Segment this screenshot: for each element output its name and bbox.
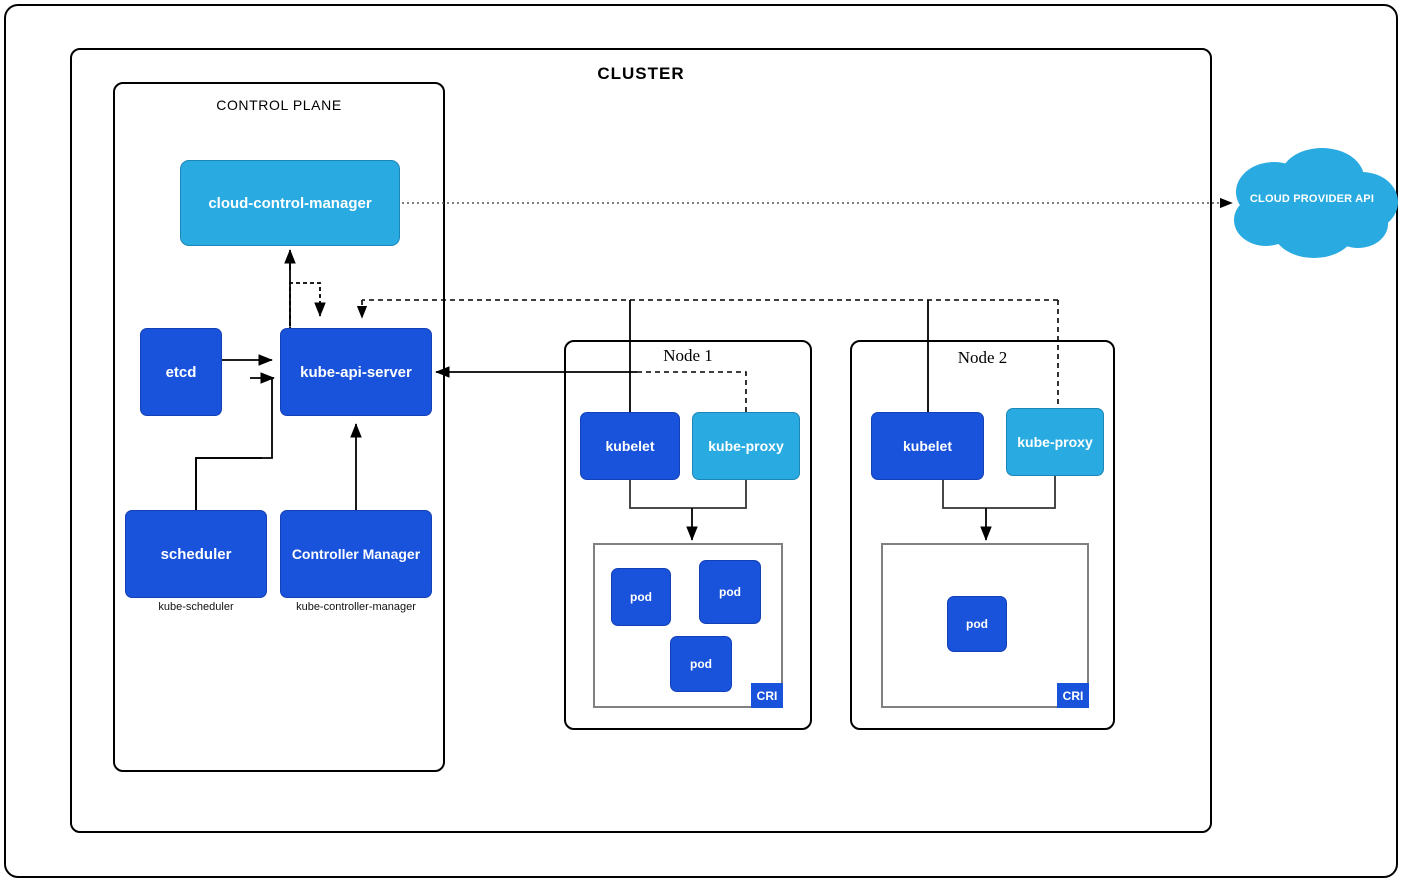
node-1-pod-3[interactable]: pod <box>670 636 732 692</box>
node-2-kubelet[interactable]: kubelet <box>871 412 984 480</box>
node-1-kube-proxy[interactable]: kube-proxy <box>692 412 800 480</box>
etcd-node[interactable]: etcd <box>140 328 222 416</box>
node-2-pod-1[interactable]: pod <box>947 596 1007 652</box>
node-1-pod-1[interactable]: pod <box>611 568 671 626</box>
scheduler-node[interactable]: scheduler <box>125 510 267 598</box>
node-2-kube-proxy[interactable]: kube-proxy <box>1006 408 1104 476</box>
node-2-cri-badge: CRI <box>1057 683 1089 708</box>
node-1-kubelet[interactable]: kubelet <box>580 412 680 480</box>
node-1-title: Node 1 <box>663 346 713 365</box>
cloud-provider-label: CLOUD PROVIDER API <box>1249 193 1375 205</box>
cloud-provider-icon[interactable] <box>1222 140 1402 265</box>
cluster-title: CLUSTER <box>597 64 685 83</box>
controller-manager-node[interactable]: Controller Manager <box>280 510 432 598</box>
kube-api-server-node[interactable]: kube-api-server <box>280 328 432 416</box>
node-1-pod-2[interactable]: pod <box>699 560 761 624</box>
cloud-control-manager-node[interactable]: cloud-control-manager <box>180 160 400 246</box>
node-1-cri-badge: CRI <box>751 683 783 708</box>
control-plane-title: CONTROL PLANE <box>216 97 342 113</box>
scheduler-sublabel: kube-scheduler <box>158 601 234 613</box>
node-2-title: Node 2 <box>957 348 1008 367</box>
controller-manager-sublabel: kube-controller-manager <box>296 601 416 613</box>
